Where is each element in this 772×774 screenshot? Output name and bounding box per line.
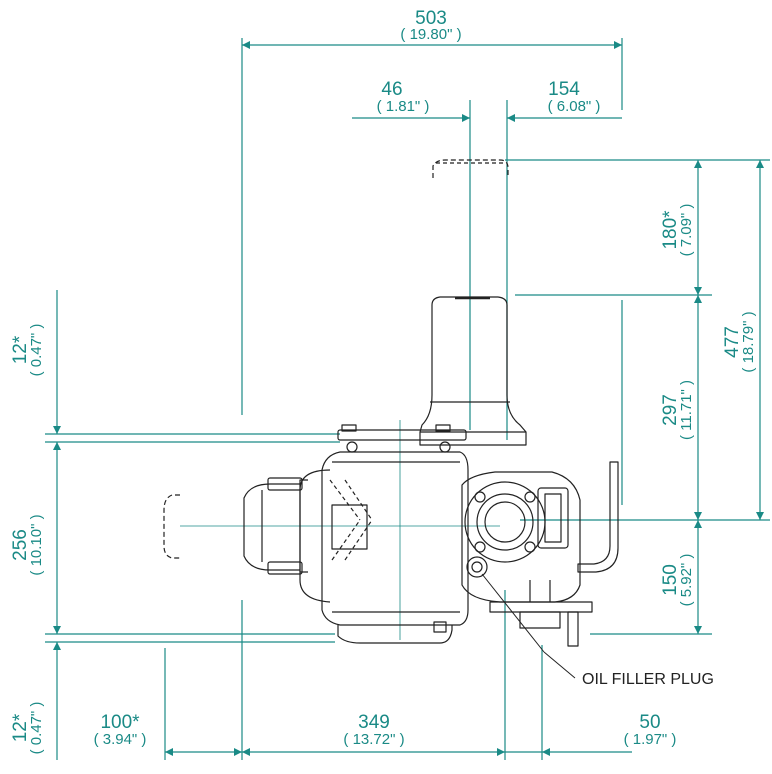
dimension-labels: 503 ( 19.80" ) 46 ( 1.81" ) 154 ( 6.08" … xyxy=(10,8,757,754)
handwheel-removal-ghost-top xyxy=(432,159,509,178)
dim-clear-top-inch: ( 0.47" ) xyxy=(28,324,45,377)
oil-filler-plug-label: OIL FILLER PLUG xyxy=(582,671,714,688)
oil-filler-plug-marker xyxy=(466,556,488,578)
motor-body xyxy=(321,451,469,626)
extension-lines xyxy=(45,38,770,760)
dim-overall-width-inch: ( 19.80" ) xyxy=(400,26,461,43)
dim-overall-width-value: 503 xyxy=(415,8,447,29)
dim-overall-height-inch: ( 18.79" ) xyxy=(740,311,757,372)
dim-offset-right-inch: ( 6.08" ) xyxy=(548,98,601,115)
dim-removal-left-value: 100* xyxy=(100,712,140,733)
end-cover xyxy=(299,479,308,573)
center-lines xyxy=(180,150,500,640)
dim-clear-bottom-value: 12* xyxy=(10,713,31,742)
dim-height-center-value: 297 xyxy=(660,394,681,426)
dim-lower-height-inch: ( 5.92" ) xyxy=(678,554,695,607)
dimension-lines xyxy=(53,41,764,760)
dim-removal-left-inch: ( 3.94" ) xyxy=(94,731,147,748)
dim-clear-top-value: 12* xyxy=(10,335,31,364)
gearbox xyxy=(461,471,581,603)
oil-filler-leader xyxy=(481,573,576,679)
actuator-outline xyxy=(163,159,619,647)
dim-removal-top-value: 180* xyxy=(660,210,681,250)
dim-body-height-inch: ( 10.10" ) xyxy=(28,514,45,575)
dim-offset-left-inch: ( 1.81" ) xyxy=(377,98,430,115)
dim-handle-offset-inch: ( 1.97" ) xyxy=(624,731,677,748)
dim-clear-bottom-inch: ( 0.47" ) xyxy=(28,702,45,755)
dim-lower-height-value: 150 xyxy=(660,564,681,596)
dim-offset-right-value: 154 xyxy=(548,79,580,100)
dim-offset-left-value: 46 xyxy=(381,79,402,100)
dim-body-width-inch: ( 13.72" ) xyxy=(343,731,404,748)
handwheel-lever xyxy=(577,461,619,573)
end-cover-removal-ghost xyxy=(163,494,180,559)
dim-body-width-value: 349 xyxy=(358,712,390,733)
dim-removal-top-inch: ( 7.09" ) xyxy=(678,204,695,257)
dim-height-center-inch: ( 11.71" ) xyxy=(678,380,695,440)
dim-body-height-value: 256 xyxy=(10,529,31,561)
dim-handle-offset-value: 50 xyxy=(639,712,660,733)
dim-overall-height-value: 477 xyxy=(722,326,743,358)
